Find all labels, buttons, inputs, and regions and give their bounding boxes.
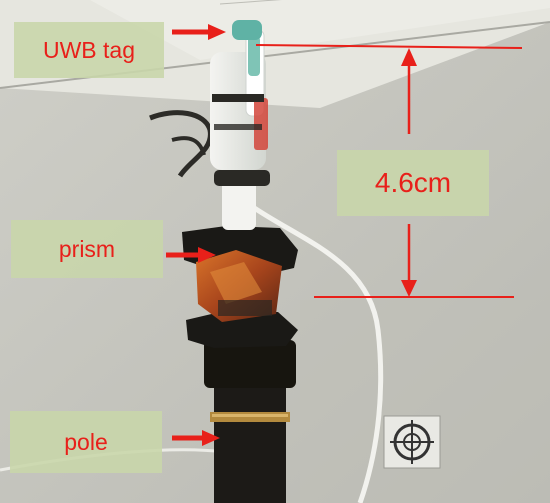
wall-shadow xyxy=(300,300,550,503)
tag-stem xyxy=(222,180,256,230)
black-clip-2 xyxy=(171,136,206,156)
uwb-tag-label: UWB tag xyxy=(14,22,164,78)
dimension-arrowhead-down xyxy=(401,280,417,297)
uwb-pointer-arrow xyxy=(172,24,226,40)
white-cable xyxy=(248,202,384,503)
pole-ring-shine xyxy=(212,414,288,417)
uwb-tag-device xyxy=(210,20,268,170)
prism-assembly xyxy=(182,226,298,348)
pole-label: pole xyxy=(10,411,162,473)
target-sign xyxy=(383,415,441,469)
pole-collar xyxy=(204,340,296,388)
prism-label: prism xyxy=(11,220,163,278)
pole xyxy=(214,380,286,503)
ceiling-beam xyxy=(90,0,550,60)
distance-label: 4.6cm xyxy=(337,150,489,216)
tag-strap xyxy=(214,170,270,186)
prism-pointer-arrow xyxy=(166,247,216,263)
dimension-arrowhead-up xyxy=(401,48,417,66)
top-reference-line xyxy=(255,44,523,49)
pole-pointer-arrow xyxy=(172,430,220,446)
